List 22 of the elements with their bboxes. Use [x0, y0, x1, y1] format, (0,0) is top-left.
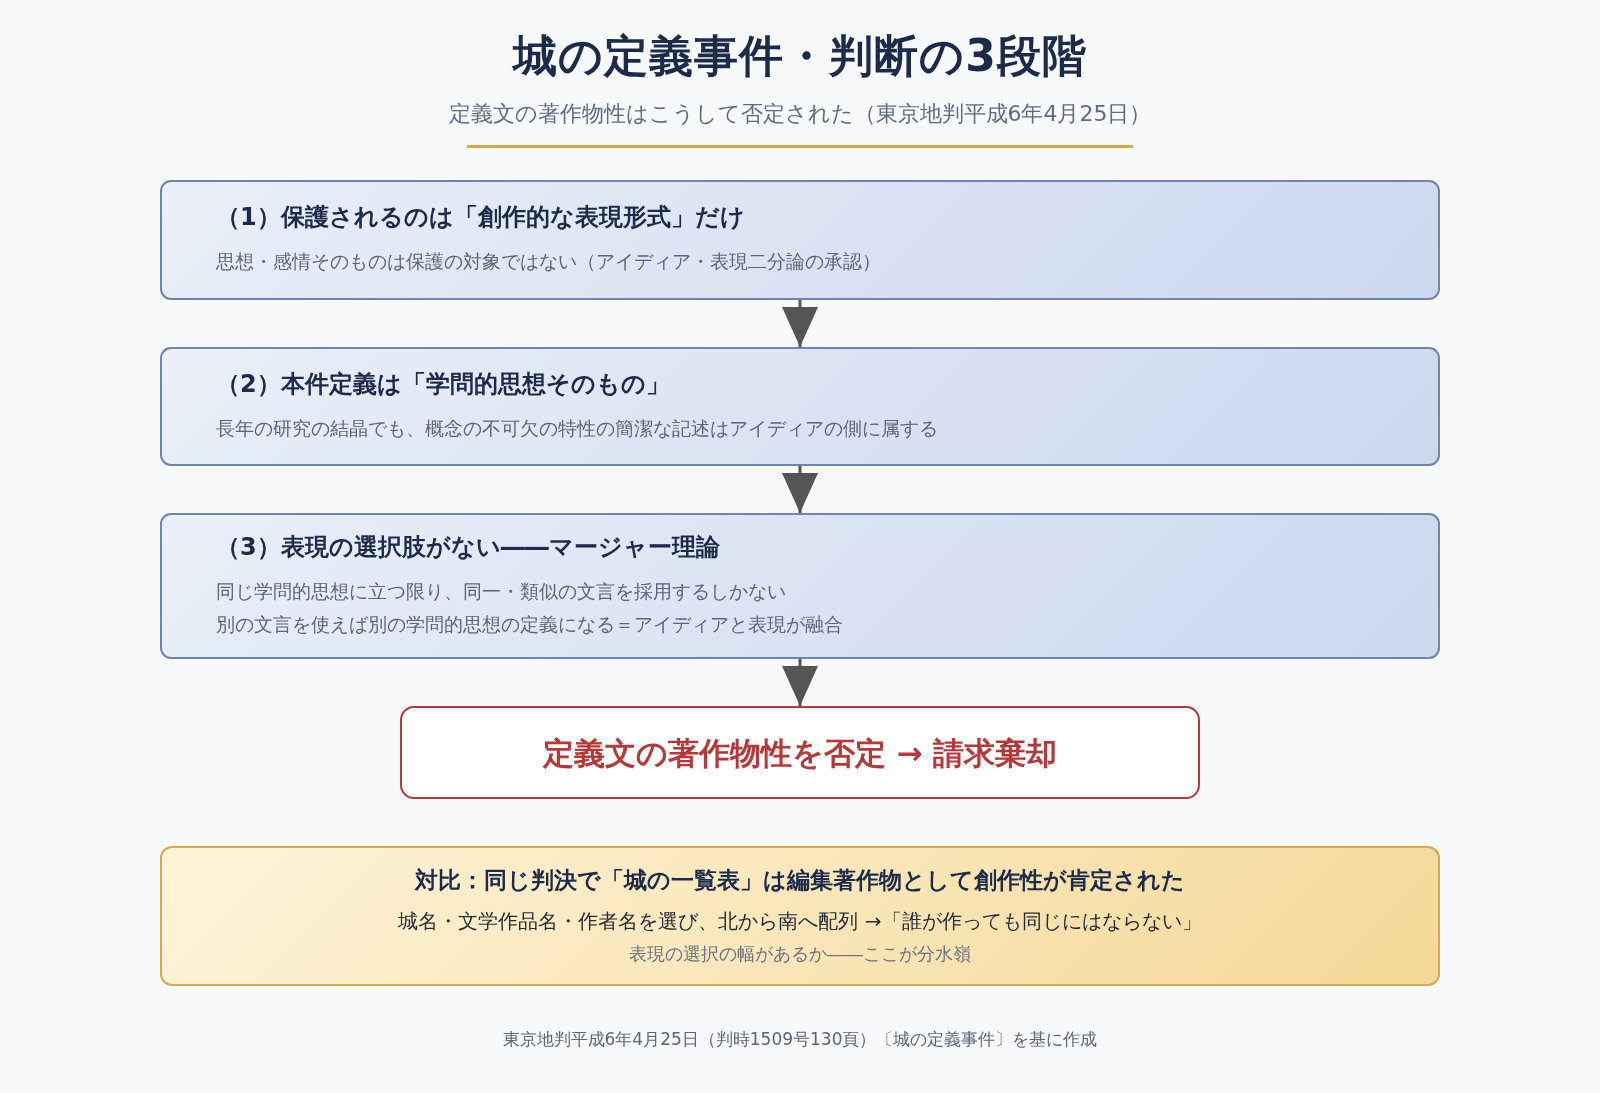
arrow [782, 466, 818, 513]
step-description: 別の文言を使えば別の学問的思想の定義になる＝アイディアと表現が融合 [216, 611, 843, 637]
step-heading: （3）表現の選択肢がない――マージャー理論 [216, 531, 720, 562]
step-heading: （1）保護されるのは「創作的な表現形式」だけ [216, 202, 745, 232]
contrast-note: 表現の選択の幅があるか――ここが分水嶺 [629, 942, 971, 966]
diagram-title: 城の定義事件・判断の3段階 [513, 29, 1087, 83]
step-description: 長年の研究の結晶でも、概念の不可欠の特性の簡潔な記述はアイディアの側に属する [216, 415, 938, 441]
step-description: 思想・感情そのものは保護の対象ではない（アイディア・表現二分論の承認） [216, 249, 881, 274]
result-box [400, 706, 1200, 799]
arrow [782, 300, 818, 347]
step-box [160, 513, 1440, 659]
arrow [782, 659, 818, 706]
result-text: 定義文の著作物性を否定 → 請求棄却 [542, 733, 1058, 773]
step-heading: （2）本件定義は「学問的思想そのもの」 [216, 368, 670, 399]
step-box [160, 180, 1440, 300]
contrast-box [160, 846, 1440, 986]
step-description: 同じ学問的思想に立つ限り、同一・類似の文言を採用するしかない [216, 578, 786, 604]
source-note: 東京地判平成6年4月25日（判時1509号130頁）〔城の定義事件〕を基に作成 [502, 1028, 1098, 1051]
subtitle: 定義文の著作物性はこうして否定された（東京地判平成6年4月25日） [448, 100, 1152, 128]
contrast-heading: 対比：同じ判決で「城の一覧表」は編集著作物として創作性が肯定された [415, 866, 1185, 895]
step-box [160, 347, 1440, 466]
contrast-description: 城名・文学作品名・作者名を選び、北から南へ配列 →「誰が作っても同じにはならない」 [398, 908, 1202, 935]
